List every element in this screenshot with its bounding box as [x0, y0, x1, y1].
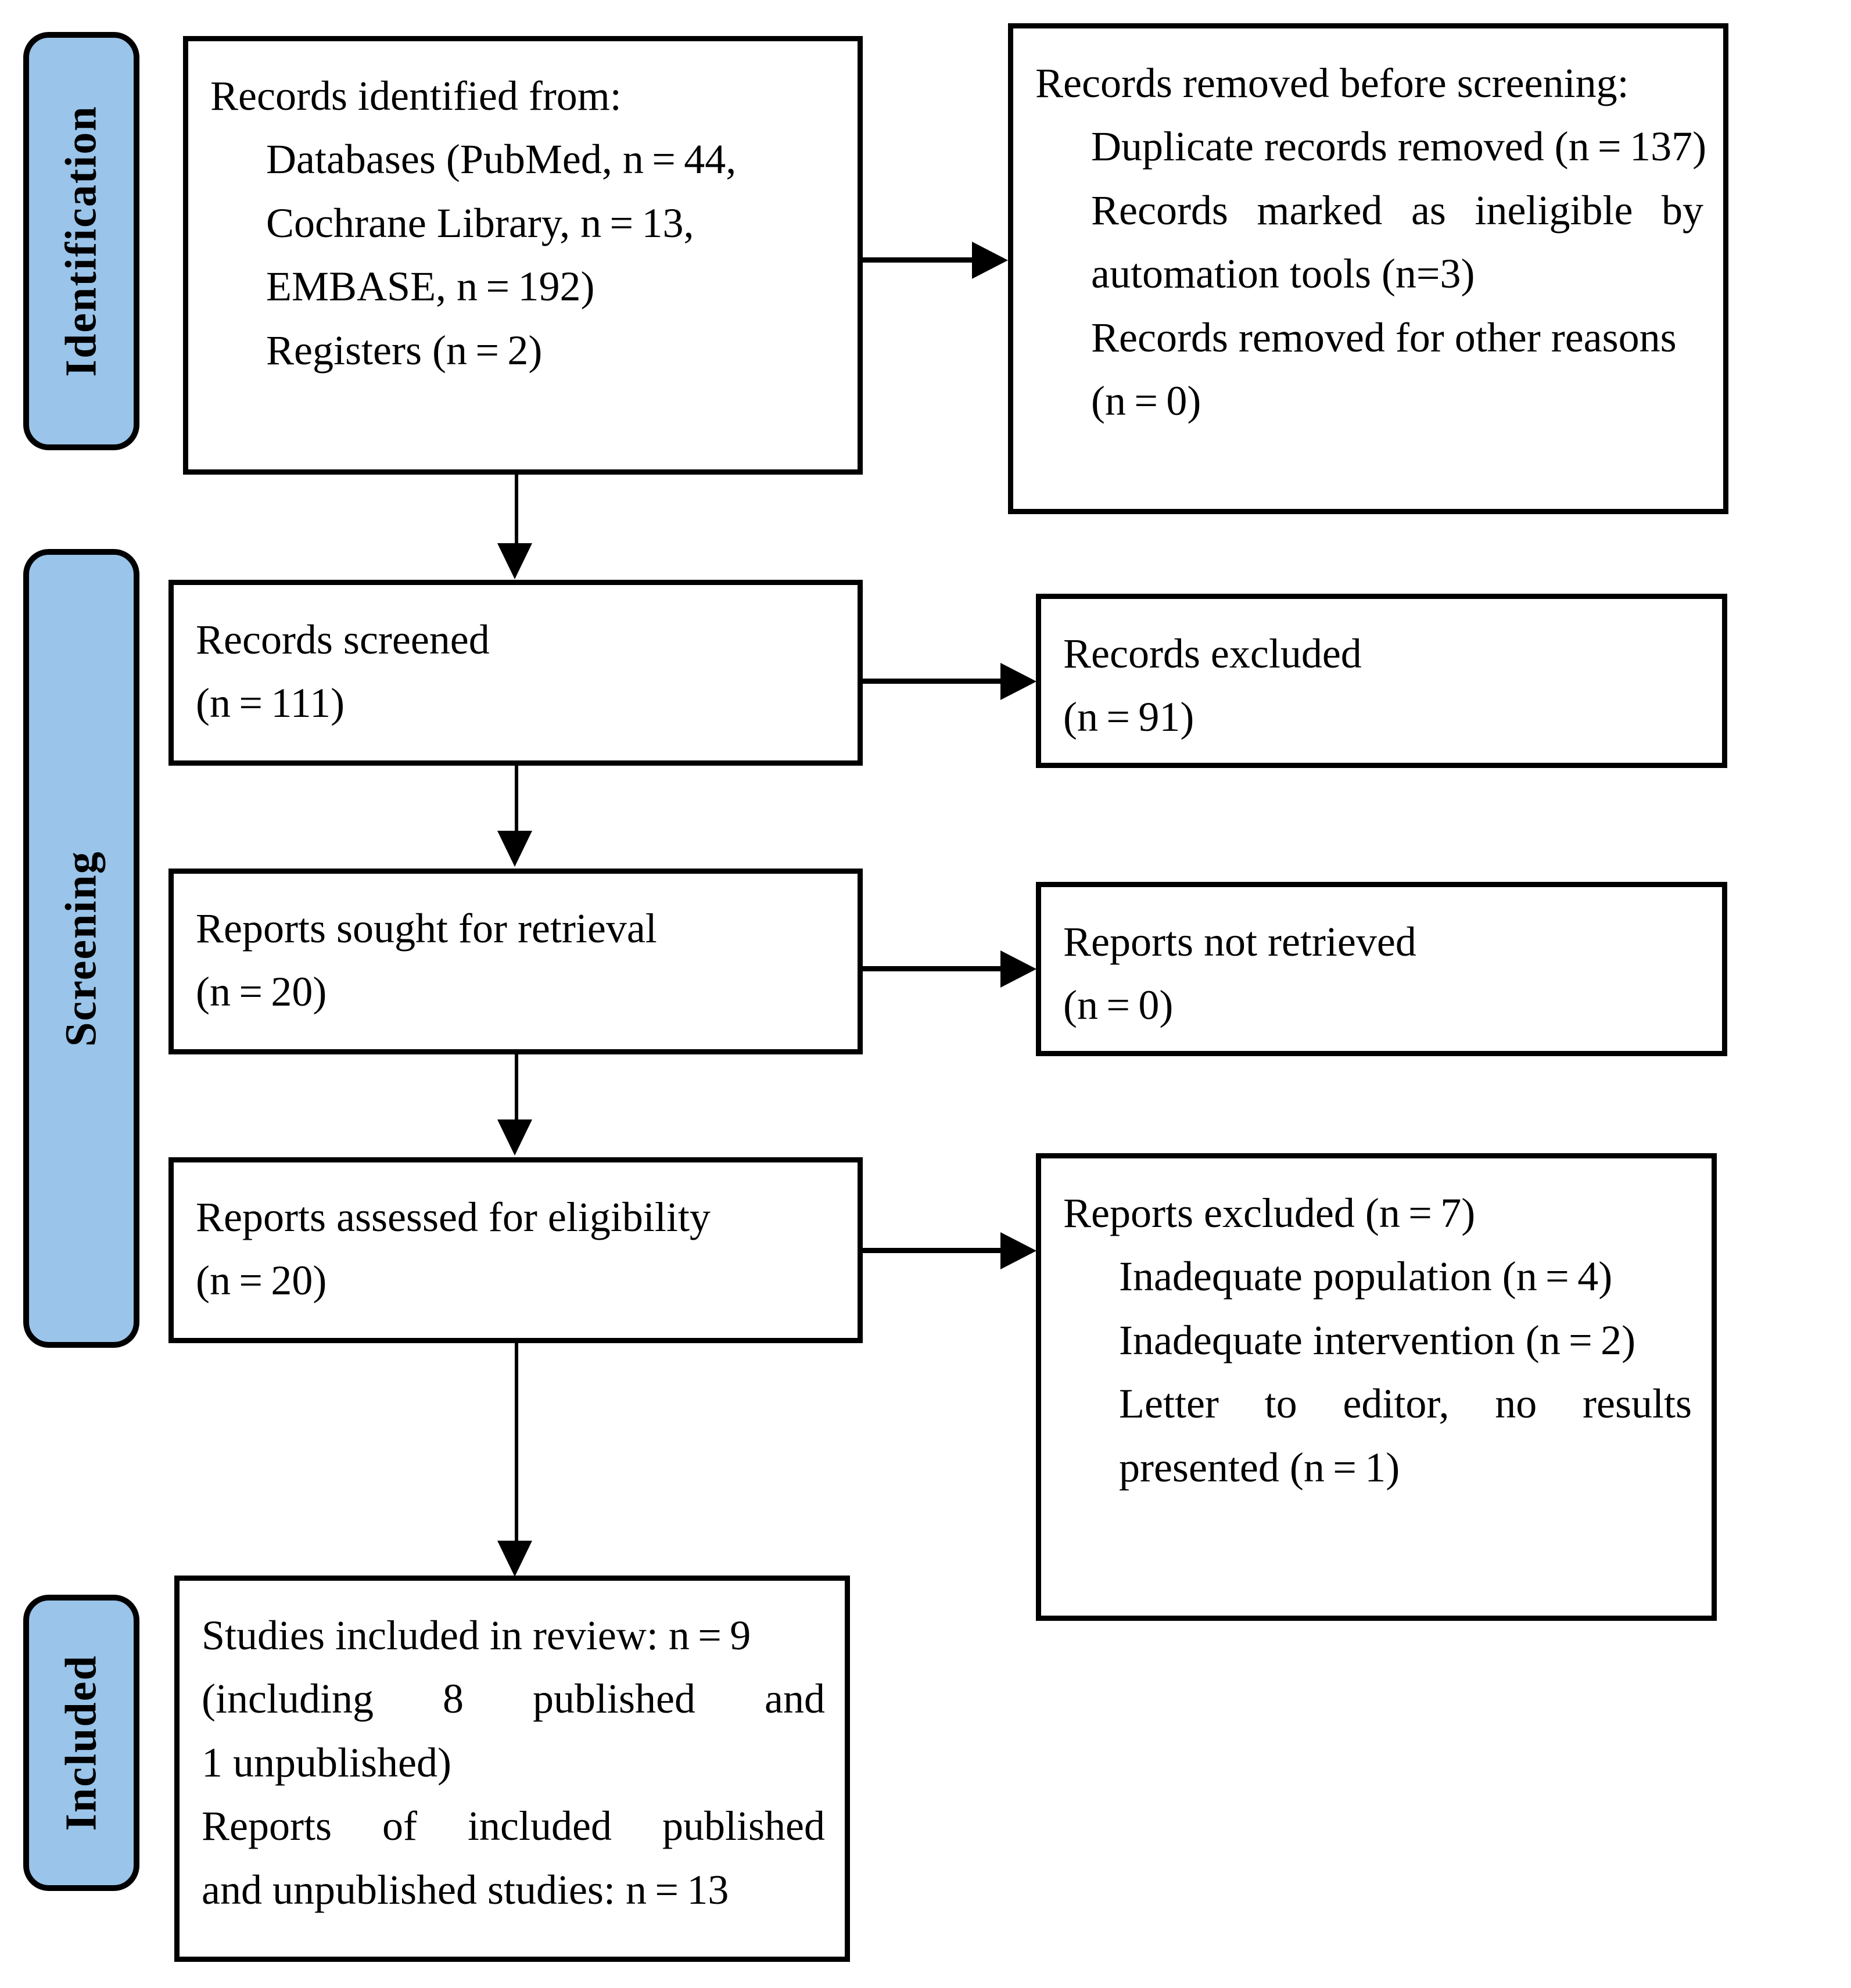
- connector-sought-to-not-retrieved-line: [863, 966, 1002, 971]
- connector-assessed-to-included-line: [515, 1343, 518, 1544]
- records-removed-line-2: Duplicate records removed (n = 137): [1091, 123, 1707, 170]
- connector-screened-to-excluded-arrowhead: [1000, 663, 1036, 700]
- connector-sought-to-assessed-line: [515, 1054, 518, 1121]
- box-reports-sought-for-retrieval: Reports sought for retrieval (n = 20): [168, 869, 863, 1054]
- box-reports-excluded: Reports excluded (n = 7) Inadequate popu…: [1036, 1153, 1717, 1621]
- stage-pill-included: Included: [23, 1595, 139, 1891]
- stage-label-included: Included: [57, 1655, 106, 1831]
- studies-included-line-1: Studies included in review: n = 9: [202, 1612, 751, 1659]
- box-reports-assessed-for-eligibility: Reports assessed for eligibility (n = 20…: [168, 1157, 863, 1343]
- box-records-excluded: Records excluded (n = 91): [1036, 594, 1727, 768]
- connector-screened-to-sought-arrowhead: [497, 831, 532, 867]
- reports-excluded-line-4: Letter to editor, no results: [1119, 1380, 1692, 1427]
- box-records-identified: Records identified from: Databases (PubM…: [183, 36, 863, 475]
- records-removed-line-5: Records removed for other reasons: [1091, 314, 1677, 361]
- studies-included-line-3: 1 unpublished): [202, 1739, 451, 1786]
- records-removed-line-3: Records marked as ineligible by: [1091, 186, 1703, 234]
- box-reports-not-retrieved: Reports not retrieved (n = 0): [1036, 882, 1727, 1056]
- reports-excluded-line-5: presented (n = 1): [1119, 1444, 1400, 1491]
- connector-assessed-to-included-arrowhead: [497, 1541, 532, 1577]
- records-removed-line-4: automation tools (n=3): [1091, 250, 1475, 297]
- connector-screened-to-excluded-line: [863, 679, 1002, 684]
- reports-excluded-line-3: Inadequate intervention (n = 2): [1119, 1316, 1636, 1363]
- reports-sought-line-2: (n = 20): [196, 968, 327, 1015]
- records-identified-line-5: Registers (n = 2): [266, 326, 543, 374]
- reports-excluded-line-2: Inadequate population (n = 4): [1119, 1253, 1613, 1300]
- records-excluded-line-1: Records excluded: [1063, 630, 1362, 677]
- stage-pill-screening: Screening: [23, 549, 139, 1348]
- stage-pill-identification: Identification: [23, 32, 139, 450]
- connector-identified-to-screened-line: [515, 475, 518, 544]
- records-screened-line-1: Records screened: [196, 616, 490, 663]
- studies-included-line-5: and unpublished studies: n = 13: [202, 1866, 729, 1913]
- records-identified-line-2: Databases (PubMed, n = 44,: [266, 136, 737, 183]
- connector-screened-to-sought-line: [515, 766, 518, 832]
- connector-sought-to-not-retrieved-arrowhead: [1000, 950, 1036, 988]
- connector-identified-to-screened-arrowhead: [497, 543, 532, 579]
- records-identified-line-4: EMBASE, n = 192): [266, 263, 595, 310]
- stage-label-identification: Identification: [57, 105, 106, 377]
- records-identified-line-1: Records identified from:: [210, 73, 622, 119]
- box-studies-included-in-review: Studies included in review: n = 9 (inclu…: [174, 1576, 850, 1962]
- studies-included-line-4: Reports of included published: [202, 1803, 825, 1850]
- stage-label-screening: Screening: [57, 850, 106, 1047]
- connector-assessed-to-excluded-arrowhead: [1000, 1232, 1036, 1269]
- connector-identified-to-removed-arrowhead: [972, 242, 1008, 279]
- connector-sought-to-assessed-arrowhead: [497, 1119, 532, 1156]
- records-identified-line-3: Cochrane Library, n = 13,: [266, 199, 694, 246]
- records-excluded-line-2: (n = 91): [1063, 694, 1194, 741]
- records-removed-line-6: (n = 0): [1091, 378, 1201, 425]
- box-records-removed-before-screening: Records removed before screening: Duplic…: [1008, 23, 1728, 514]
- connector-assessed-to-excluded-line: [863, 1248, 1002, 1253]
- reports-sought-line-1: Reports sought for retrieval: [196, 905, 657, 952]
- box-records-screened: Records screened (n = 111): [168, 580, 863, 766]
- reports-assessed-line-2: (n = 20): [196, 1257, 327, 1304]
- connector-identified-to-removed-line: [863, 257, 973, 263]
- reports-not-retrieved-line-1: Reports not retrieved: [1063, 918, 1416, 965]
- reports-assessed-line-1: Reports assessed for eligibility: [196, 1194, 711, 1240]
- reports-excluded-line-1: Reports excluded (n = 7): [1063, 1190, 1476, 1236]
- reports-not-retrieved-line-2: (n = 0): [1063, 982, 1174, 1029]
- studies-included-line-2: (including 8 published and: [202, 1675, 825, 1723]
- records-removed-line-1: Records removed before screening:: [1035, 60, 1629, 106]
- records-screened-line-2: (n = 111): [196, 680, 345, 727]
